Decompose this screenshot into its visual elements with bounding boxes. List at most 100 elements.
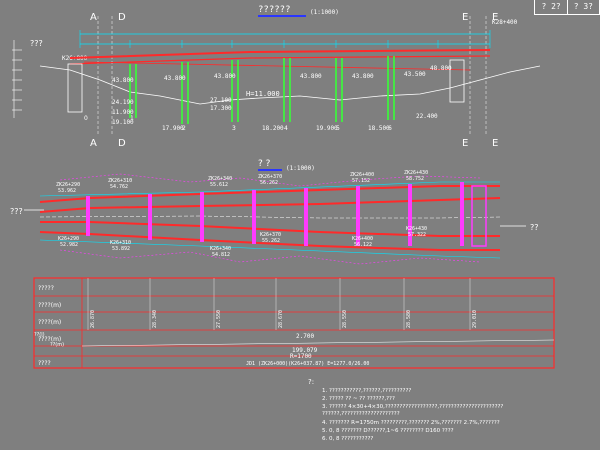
section-mark-a-top: A xyxy=(90,12,97,23)
sheet-total: ? 3? xyxy=(568,0,600,14)
table-elevation-3: 27.550 xyxy=(216,310,222,328)
plan-left-arrow-label: ??? xyxy=(10,207,23,216)
plan-top-station-2: ZK26+310 xyxy=(108,178,132,184)
sheet-number-box: ? 2? ? 3? xyxy=(534,0,600,15)
section-mark-e-top: E xyxy=(462,12,468,23)
left-abutment xyxy=(67,63,83,113)
elevation-scale: (1:1000) xyxy=(310,9,339,16)
section-mark-e-top2: E xyxy=(492,12,498,23)
plan-bottom-value-5: 56.122 xyxy=(354,242,372,248)
plan-top-value-6: 58.752 xyxy=(406,176,424,182)
plan-top-value-3: 55.612 xyxy=(210,182,228,188)
plan-bottom-station-6: K26+430 xyxy=(406,226,427,232)
profile-data-table: ????? ????(m) ????(m) ????(m) ??(l) ??(m… xyxy=(33,277,555,369)
table-row-label-7: ???? xyxy=(38,360,51,367)
table-elevation-6: 28.580 xyxy=(406,310,412,328)
span-number-4: 4 xyxy=(284,125,288,132)
plan-top-value-5: 57.152 xyxy=(352,178,370,184)
elevation-view: A D E E A D E E ??? xyxy=(12,12,541,149)
note-3: 3. ?????? 4×30+4×30,??????????????????,?… xyxy=(322,404,503,410)
plan-right-arrow-label: ?? xyxy=(530,223,539,232)
pier-bottom-5: 19.900 xyxy=(316,125,338,132)
pier-top-7: 48.800 xyxy=(430,65,452,72)
plan-top-value-4: 56.262 xyxy=(260,180,278,186)
bridge-deck xyxy=(69,49,491,71)
note-4: 4. ??????? R=1750m ?????????,??????? 2%,… xyxy=(322,420,500,426)
pier-top-6: 43.500 xyxy=(404,71,426,78)
elevation-title: ?????? xyxy=(258,5,291,15)
plan-top-value-2: 54.762 xyxy=(110,184,128,190)
span-number-1: 1 xyxy=(130,115,134,122)
plan-bottom-value-6: 57.322 xyxy=(408,232,426,238)
note-2: 2. ????? ?? ~ ?? ??????,??? xyxy=(322,396,395,402)
pier-bottom-4: 18.200 xyxy=(262,125,284,132)
plan-bottom-value-3: 54.812 xyxy=(212,252,230,258)
table-curve-radius: R=1700 xyxy=(290,353,312,360)
pier-bottom-6: 18.500 xyxy=(368,125,390,132)
plan-bottom-value-2: 53.892 xyxy=(112,246,130,252)
note-5: 5. 0, 8 ??????? D??????,1~6 ???????? D16… xyxy=(322,428,454,434)
section-mark-d-top: D xyxy=(118,12,126,23)
elevation-side-label: ??? xyxy=(30,39,43,48)
design-axis-label: H=11.000 xyxy=(246,90,280,98)
section-mark-d-bottom: D xyxy=(118,138,126,149)
plan-bottom-station-1: K26+290 xyxy=(58,236,79,242)
span-number-5: 5 xyxy=(336,125,340,132)
note-1: 1. ???????????,??????,?????????? xyxy=(322,388,411,394)
pier-bottom-7: 22.400 xyxy=(416,113,438,120)
table-row-label-6: ??(m) xyxy=(50,342,64,348)
span-number-0: 0 xyxy=(84,115,88,122)
pier-top-4: 43.800 xyxy=(300,73,322,80)
table-elevation-1: 26.870 xyxy=(90,310,96,328)
note-3b: ??????,???????????????????? xyxy=(322,411,400,417)
table-row-label-3: ????(m) xyxy=(38,319,61,326)
span-number-2: 2 xyxy=(182,125,186,132)
table-elevation-5: 28.550 xyxy=(342,310,348,328)
pier-bottom-3: 17.900 xyxy=(162,125,184,132)
plan-top-station-1: ZK26+290 xyxy=(56,182,80,188)
table-elevation-4: 28.670 xyxy=(278,310,284,328)
plan-bottom-station-5: K26+400 xyxy=(352,236,373,242)
table-row-label-4: ????(m) xyxy=(38,336,61,343)
section-mark-a-bottom: A xyxy=(90,138,97,149)
table-row-label-1: ????? xyxy=(38,285,54,292)
table-curve-formula: JD1 (ZK26+000)(K26+037.87) E=1277.0/26.0… xyxy=(246,361,369,367)
plan-top-station-4: ZK26+370 xyxy=(258,174,282,180)
mid-value-1: 24.190 xyxy=(112,99,134,106)
plan-view: ? ? (1:1000) ??? ?? xyxy=(10,159,539,265)
plan-bottom-value-1: 52.982 xyxy=(60,242,78,248)
notes-block: ?: 1. ???????????,??????,?????????? 2. ?… xyxy=(308,378,503,442)
plan-bottom-station-3: K26+340 xyxy=(210,246,231,252)
plan-top-station-5: ZK26+400 xyxy=(350,172,374,178)
table-row-label-2: ????(m) xyxy=(38,302,61,309)
plan-top-value-1: 53.962 xyxy=(58,188,76,194)
notes-heading: ?: xyxy=(308,378,314,386)
table-length-value: 199.079 xyxy=(292,347,318,354)
drawing-title: ?????? (1:1000) xyxy=(258,5,339,17)
table-slope-value: 2.700 xyxy=(296,333,314,340)
span-number-3: 3 xyxy=(232,125,236,132)
table-elevation-7: 29.010 xyxy=(472,310,478,328)
pier-top-5: 43.800 xyxy=(352,73,374,80)
span-number-6: 6 xyxy=(388,125,392,132)
plan-top-station-3: ZK26+340 xyxy=(208,176,232,182)
pier-top-1: 43.800 xyxy=(112,77,134,84)
plan-scale: (1:1000) xyxy=(286,165,315,172)
section-mark-e-bottom2: E xyxy=(492,138,498,149)
pier-bottom-2: 17.300 xyxy=(210,105,232,112)
sheet-index: ? 2? xyxy=(535,0,568,14)
pier-bottom-1: 19.100 xyxy=(112,119,134,126)
plan-bottom-station-2: K26+310 xyxy=(110,240,131,246)
mid-value-3: 11.900 xyxy=(112,109,134,116)
plan-bottom-station-4: K26+370 xyxy=(260,232,281,238)
plan-bottom-value-4: 55.262 xyxy=(262,238,280,244)
note-6: 6. 0, 8 ??????????? xyxy=(322,436,373,442)
plan-top-station-6: ZK26+430 xyxy=(404,170,428,176)
piers xyxy=(129,56,395,124)
right-station: K28+400 xyxy=(492,19,518,26)
pier-top-2: 43.800 xyxy=(164,75,186,82)
right-abutment xyxy=(449,59,465,103)
plan-title: ? ? xyxy=(258,159,271,169)
table-elevation-2: 28.340 xyxy=(152,310,158,328)
